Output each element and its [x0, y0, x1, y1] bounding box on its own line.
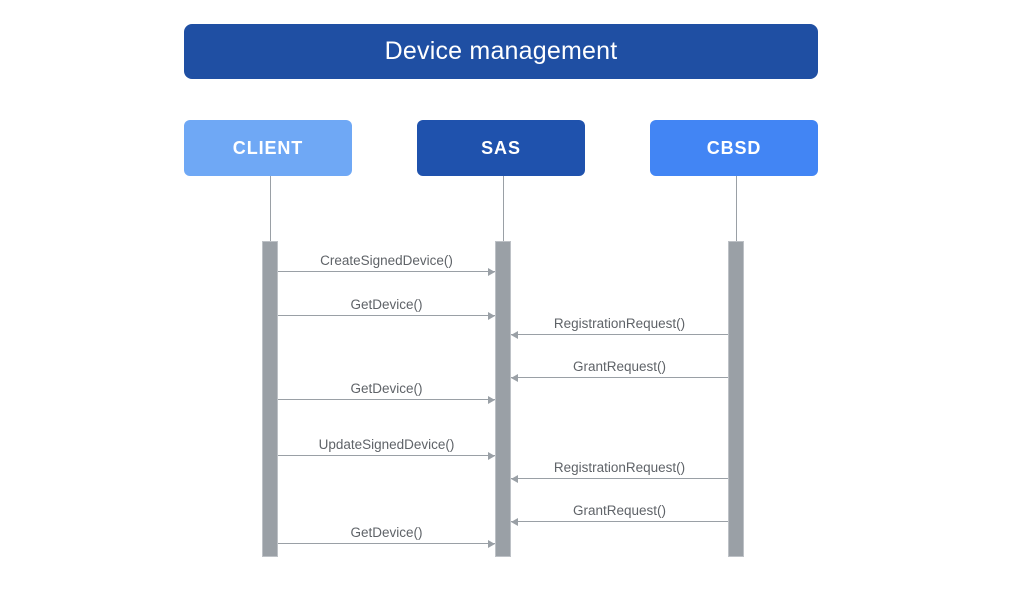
- message-create-signed-device[interactable]: CreateSignedDevice(): [278, 253, 495, 276]
- message-label: GrantRequest(): [572, 502, 667, 518]
- participant-label-sas: SAS: [481, 138, 521, 158]
- message-line: [511, 334, 728, 335]
- arrow-head-right-icon: [488, 311, 495, 320]
- lifeline-client: [270, 176, 271, 241]
- participant-box-cbsd[interactable]: CBSD: [650, 120, 818, 176]
- arrow-head-left-icon: [511, 517, 518, 526]
- message-line: [278, 315, 495, 316]
- arrow-head-left-icon: [511, 474, 518, 483]
- message-get-device-2[interactable]: GetDevice(): [278, 381, 495, 404]
- participant-label-client: CLIENT: [232, 138, 304, 158]
- message-line: [278, 455, 495, 456]
- activation-bar-client: [262, 241, 278, 557]
- participant-box-sas[interactable]: SAS: [417, 120, 585, 176]
- activation-bar-cbsd: [728, 241, 744, 557]
- message-update-signed-device[interactable]: UpdateSignedDevice(): [278, 437, 495, 460]
- message-line: [511, 478, 728, 479]
- message-label: UpdateSignedDevice(): [318, 436, 455, 452]
- message-label: GetDevice(): [350, 524, 423, 540]
- message-line: [511, 377, 728, 378]
- message-grant-request-2[interactable]: GrantRequest(): [511, 503, 728, 526]
- diagram-title-bar: Device management: [184, 24, 818, 79]
- arrow-head-right-icon: [488, 395, 495, 404]
- message-label: CreateSignedDevice(): [320, 252, 453, 268]
- arrow-head-left-icon: [511, 373, 518, 382]
- message-label: RegistrationRequest(): [553, 459, 686, 475]
- message-label: GetDevice(): [350, 296, 423, 312]
- message-get-device-1[interactable]: GetDevice(): [278, 297, 495, 320]
- lifeline-cbsd: [736, 176, 737, 241]
- activation-bar-sas: [495, 241, 511, 557]
- message-line: [511, 521, 728, 522]
- arrow-head-left-icon: [511, 330, 518, 339]
- message-registration-request-2[interactable]: RegistrationRequest(): [511, 460, 728, 483]
- message-label: RegistrationRequest(): [553, 315, 686, 331]
- message-label: GrantRequest(): [572, 358, 667, 374]
- message-registration-request-1[interactable]: RegistrationRequest(): [511, 316, 728, 339]
- message-label: GetDevice(): [350, 380, 423, 396]
- lifeline-sas: [503, 176, 504, 241]
- arrow-head-right-icon: [488, 451, 495, 460]
- arrow-head-right-icon: [488, 267, 495, 276]
- participant-box-client[interactable]: CLIENT: [184, 120, 352, 176]
- message-grant-request-1[interactable]: GrantRequest(): [511, 359, 728, 382]
- message-get-device-3[interactable]: GetDevice(): [278, 525, 495, 548]
- arrow-head-right-icon: [488, 539, 495, 548]
- message-line: [278, 271, 495, 272]
- participant-label-cbsd: CBSD: [706, 138, 762, 158]
- message-line: [278, 399, 495, 400]
- page-title: Device management: [384, 37, 618, 65]
- message-line: [278, 543, 495, 544]
